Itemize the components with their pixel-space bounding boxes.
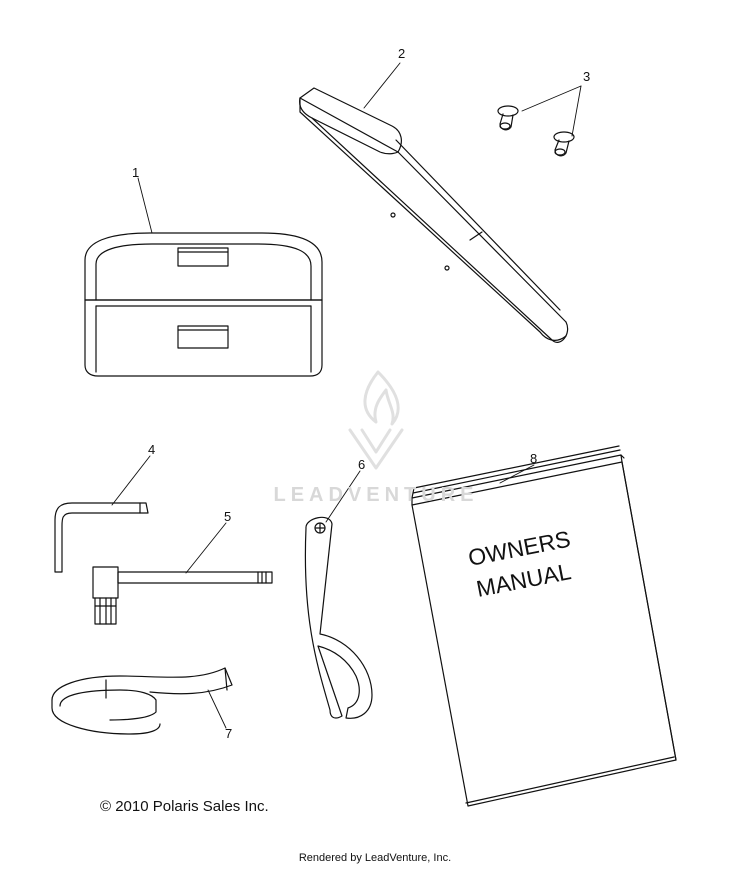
callout-5: 5 (224, 509, 232, 524)
watermark-text: LEADVENTURE (273, 484, 479, 506)
part-2-pouch (299, 87, 569, 343)
part-3-rivets (497, 105, 575, 157)
callout-4: 4 (148, 442, 156, 457)
callout-3: 3 (583, 69, 591, 84)
copyright-notice: © 2010 Polaris Sales Inc. (100, 798, 269, 815)
callout-2: 2 (398, 46, 406, 61)
callout-6: 6 (358, 457, 366, 472)
part-8-owners-manual (411, 445, 677, 807)
part-1-case (84, 232, 323, 377)
callout-7: 7 (225, 726, 233, 741)
part-7-strap (51, 667, 233, 735)
callout-1: 1 (132, 165, 140, 180)
part-6-spanner-wrench (304, 516, 373, 719)
callout-8: 8 (530, 451, 538, 466)
rendered-by-credit: Rendered by LeadVenture, Inc. (298, 852, 452, 864)
part-4-allen-wrench (54, 502, 149, 573)
leader-lines (111, 62, 582, 729)
watermark-logo (348, 370, 404, 470)
part-5-socket-wrench (92, 566, 273, 625)
svg-text:OWNERS MANUAL: OWNERS MANUAL (466, 524, 585, 602)
